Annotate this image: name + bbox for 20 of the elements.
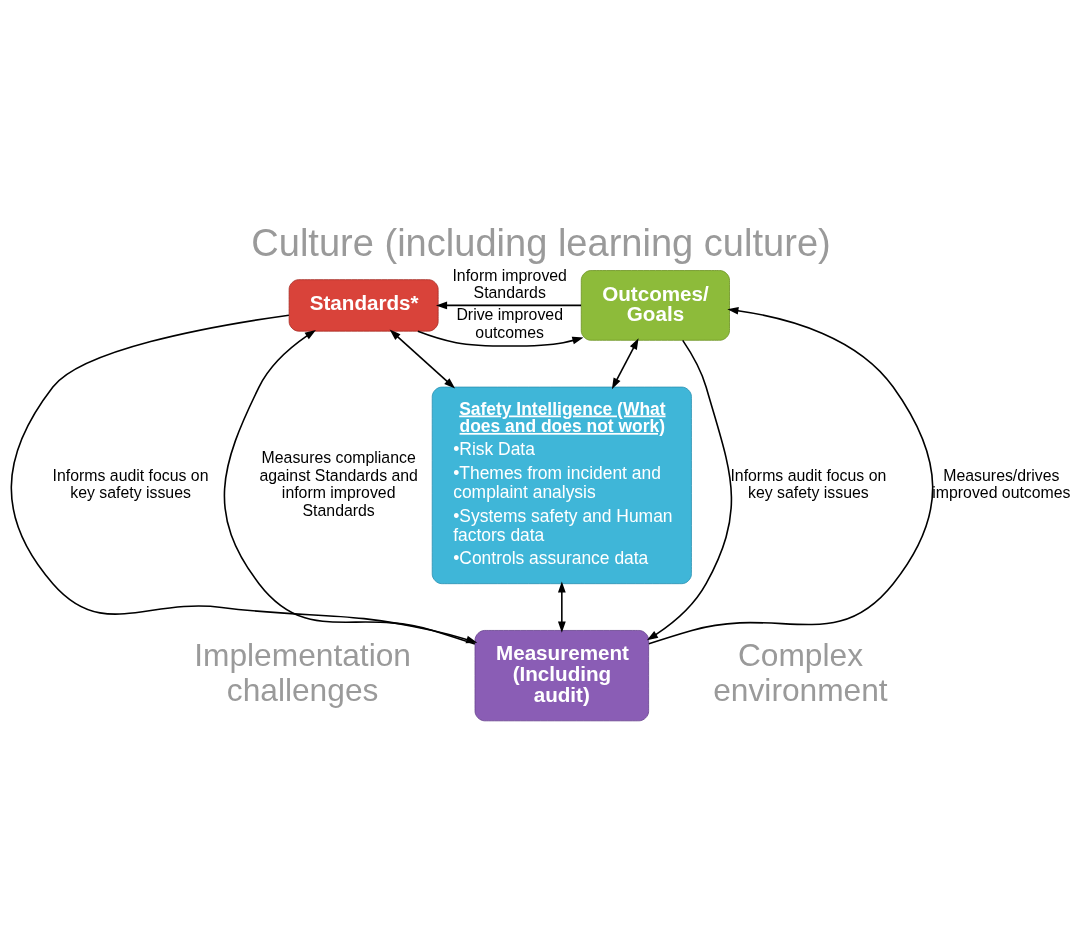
node-box: Standards*	[288, 279, 439, 332]
arrow	[557, 581, 566, 633]
label: Implementation challenges	[194, 637, 411, 709]
edge-label: Inform improved Standards	[452, 266, 567, 302]
edge-label: Measures/drives improved outcomes	[932, 466, 1071, 502]
arrow	[611, 338, 639, 390]
node-box: Outcomes/ Goals	[580, 270, 730, 341]
edge-label: Informs audit focus on key safety issues	[730, 466, 887, 502]
edge-label: Drive improved outcomes	[456, 306, 563, 341]
arrow	[417, 330, 584, 347]
arrow	[648, 306, 934, 645]
label: Complex environment	[713, 637, 888, 709]
diagram-title: Culture (including learning culture)	[251, 221, 831, 264]
node-box: Measurement (Including audit)	[474, 630, 650, 722]
arrow	[436, 301, 582, 310]
arrow	[646, 339, 733, 641]
node-box: Safety Intelligence (What does and does not work) •Risk Data •Themes from incident and complaint analysis •Systems safety and Human factors data •Controls assurance data	[431, 386, 692, 585]
arrow	[389, 329, 456, 389]
edge-label: Measures compliance against Standards and inform improved Standards	[259, 449, 418, 519]
edge-label: Informs audit focus on key safety issues	[52, 466, 209, 502]
